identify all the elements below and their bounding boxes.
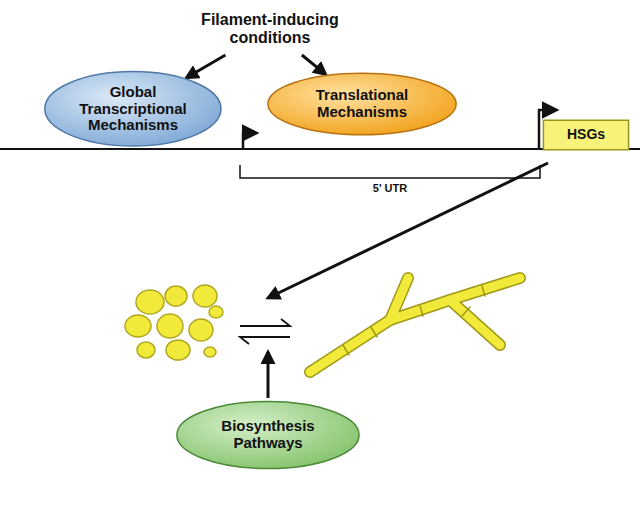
promoter-arrow [243,133,256,148]
process-ellipse: Global Transcriptional Mechanisms [43,70,223,148]
node-text: HSGs [567,127,605,143]
hyphae [310,278,520,372]
process-ellipse: Translational Mechanisms [266,72,458,136]
node-text: Filament-inducing conditions [194,11,346,47]
condition-text: Filament-inducing conditions [190,6,350,52]
regulation-arrow [267,352,270,398]
equilibrium-arrows [240,319,290,344]
region-label: 5' UTR [373,182,407,194]
yeast-cells [125,285,223,360]
node-text: Biosynthesis Pathways [205,418,332,452]
gene-box: HSGs [543,120,629,150]
connector-arrow [302,55,326,74]
node-text: Translational Mechanisms [296,87,427,121]
process-ellipse: Biosynthesis Pathways [175,400,361,470]
utr-bracket [240,165,540,178]
connector-arrow [186,55,225,78]
node-text: Global Transcriptional Mechanisms [72,84,194,134]
